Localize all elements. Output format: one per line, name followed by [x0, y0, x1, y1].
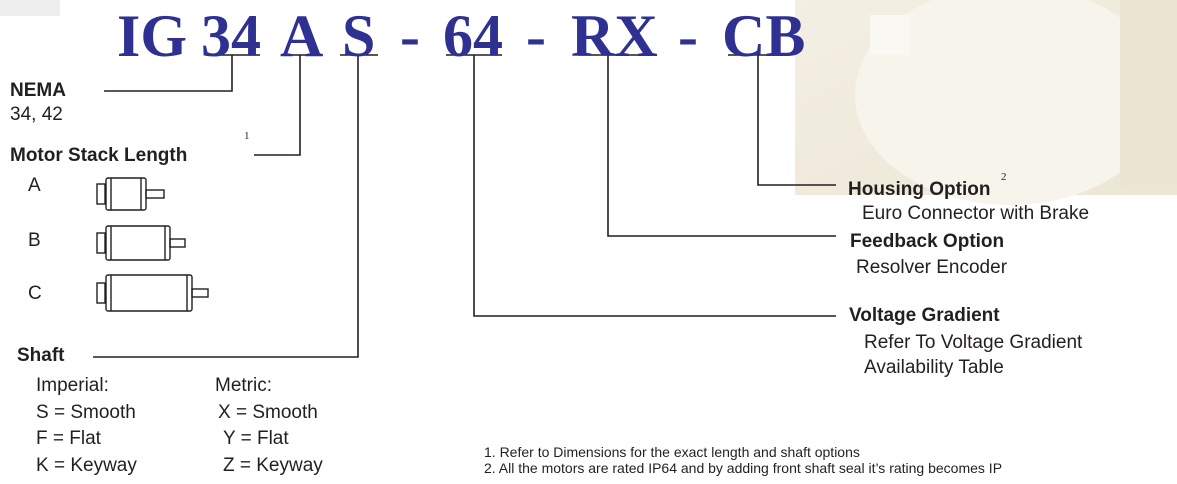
motor-b-icon: [96, 225, 186, 261]
stack-option-b: B: [28, 230, 41, 251]
footnote-1: 1. Refer to Dimensions for the exact len…: [484, 444, 860, 460]
code-dash-2: -: [526, 3, 546, 69]
nema-values: 34, 42: [10, 104, 63, 125]
voltage-description-line-2: Availability Table: [864, 357, 1004, 378]
feedback-leader-line: [607, 55, 836, 237]
shaft-leader-line: [93, 55, 359, 358]
code-stack: A: [280, 3, 324, 69]
code-dash-1: -: [400, 3, 420, 69]
nema-leader-line: [104, 55, 233, 92]
code-housing: CB: [722, 3, 806, 69]
housing-description: Euro Connector with Brake: [862, 203, 1090, 224]
shaft-imperial-item: S = Smooth: [36, 402, 136, 423]
stack-option-c: C: [28, 283, 42, 304]
feedback-description: Resolver Encoder: [856, 257, 1008, 278]
voltage-description-line-1: Refer To Voltage Gradient: [864, 332, 1083, 353]
feedback-title: Feedback Option: [850, 231, 1005, 252]
voltage-leader-line: [473, 55, 836, 317]
shaft-metric-header: Metric:: [215, 375, 272, 396]
motor-c-icon: [96, 274, 209, 312]
code-feedback: RX: [571, 3, 658, 69]
housing-title: Housing Option: [848, 179, 991, 200]
shaft-metric-item: Z = Keyway: [223, 455, 323, 476]
shaft-metric-item: X = Smooth: [218, 402, 318, 423]
housing-footnote-ref: 2: [1001, 171, 1007, 183]
footnote-2: 2. All the motors are rated IP64 and by …: [484, 460, 1003, 476]
stack-length-title: Motor Stack Length: [10, 145, 188, 166]
voltage-title: Voltage Gradient: [849, 305, 1000, 326]
housing-leader-line: [757, 55, 836, 186]
code-voltage: 64: [443, 3, 503, 69]
shaft-imperial-item: F = Flat: [36, 428, 101, 449]
code-dash-3: -: [678, 3, 698, 69]
code-series: IG: [117, 3, 188, 69]
shaft-metric-item: Y = Flat: [223, 428, 289, 449]
nema-title: NEMA: [10, 80, 66, 101]
code-nema: 34: [201, 3, 261, 69]
code-shaft: S: [342, 3, 376, 69]
shaft-imperial-item: K = Keyway: [36, 455, 137, 476]
stack-leader-line: [254, 55, 301, 156]
shaft-title: Shaft: [17, 345, 65, 366]
stack-option-a: A: [28, 175, 41, 196]
shaft-imperial-header: Imperial:: [36, 375, 109, 396]
stack-length-footnote-ref: 1: [244, 130, 250, 142]
motor-a-icon: [96, 177, 165, 211]
